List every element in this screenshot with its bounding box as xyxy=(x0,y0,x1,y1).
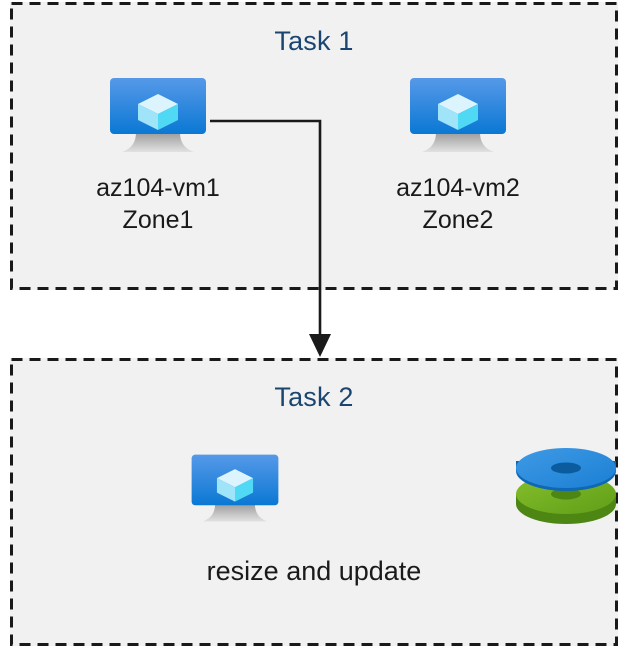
node-az104-vm2-name: az104-vm2 xyxy=(396,174,520,202)
virtual-machine-icon xyxy=(110,78,206,152)
task-2-container: Task 2 xyxy=(10,358,618,646)
task-2-caption: resize and update xyxy=(206,556,422,586)
down-arrowhead-icon xyxy=(309,334,331,357)
task-1-container: Task 1 xyxy=(10,2,618,290)
virtual-machine-icon[interactable] xyxy=(188,449,282,529)
task-2-dashed-border xyxy=(10,358,618,646)
node-az104-vm2-zone: Zone2 xyxy=(422,206,494,234)
virtual-machine-icon xyxy=(410,78,506,152)
task-2-title: Task 2 xyxy=(274,382,354,412)
task-1-title: Task 1 xyxy=(274,26,354,56)
node-az104-vm1-name: az104-vm1 xyxy=(96,174,220,202)
node-az104-vm1[interactable]: az104-vm1 Zone1 xyxy=(58,74,258,236)
node-az104-vm1-zone: Zone1 xyxy=(122,206,194,234)
managed-disks-icon[interactable] xyxy=(514,446,618,532)
task-2-icon-row xyxy=(10,446,618,532)
node-az104-vm2[interactable]: az104-vm2 Zone2 xyxy=(358,74,558,236)
